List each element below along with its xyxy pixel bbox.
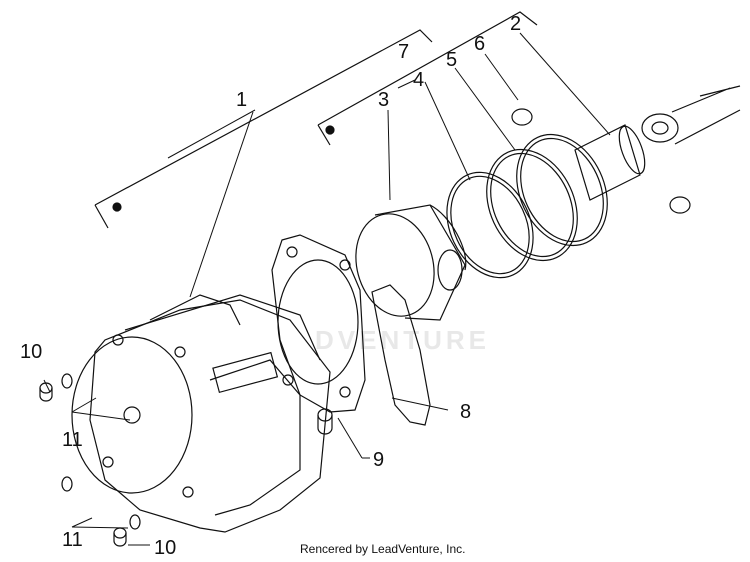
connecting-rod	[641, 85, 741, 145]
washer-lower	[61, 476, 73, 492]
credit-text: Rencered by LeadVenture, Inc.	[300, 542, 466, 556]
callout-8: 8	[460, 401, 472, 423]
watermark-text: DVENTURE	[315, 325, 491, 355]
group-7-bracket	[317, 11, 538, 146]
callout-10-lower: 10	[154, 537, 177, 559]
washer-upper	[61, 373, 73, 389]
circlip-upper	[511, 108, 533, 126]
callout-6: 6	[474, 33, 486, 55]
callout-1: 1	[236, 89, 248, 111]
callout-3: 3	[378, 89, 390, 111]
callout-7: 7	[398, 41, 410, 63]
piston-pin	[574, 124, 646, 201]
bolt-lower	[113, 527, 127, 547]
piston-ring-oil	[446, 171, 534, 279]
callout-5: 5	[446, 49, 458, 71]
cylinder-base-gasket	[371, 284, 431, 426]
leader-lines	[43, 32, 611, 546]
callout-2: 2	[510, 13, 522, 35]
circlip-lower	[669, 196, 691, 214]
bolt-upper	[39, 382, 53, 402]
washer-lower-2	[129, 514, 141, 530]
cylinder-block	[71, 294, 331, 533]
callout-11-upper: 11	[62, 429, 83, 451]
callout-4: 4	[413, 69, 425, 91]
piston-ring-top	[516, 133, 608, 247]
head-gasket	[271, 234, 366, 413]
group-1-bracket	[94, 29, 433, 229]
callout-10-upper: 10	[20, 341, 43, 363]
piston	[355, 204, 467, 321]
callout-9: 9	[373, 449, 385, 471]
callout-11-lower: 11	[62, 529, 83, 551]
piston-ring-middle	[486, 148, 578, 262]
